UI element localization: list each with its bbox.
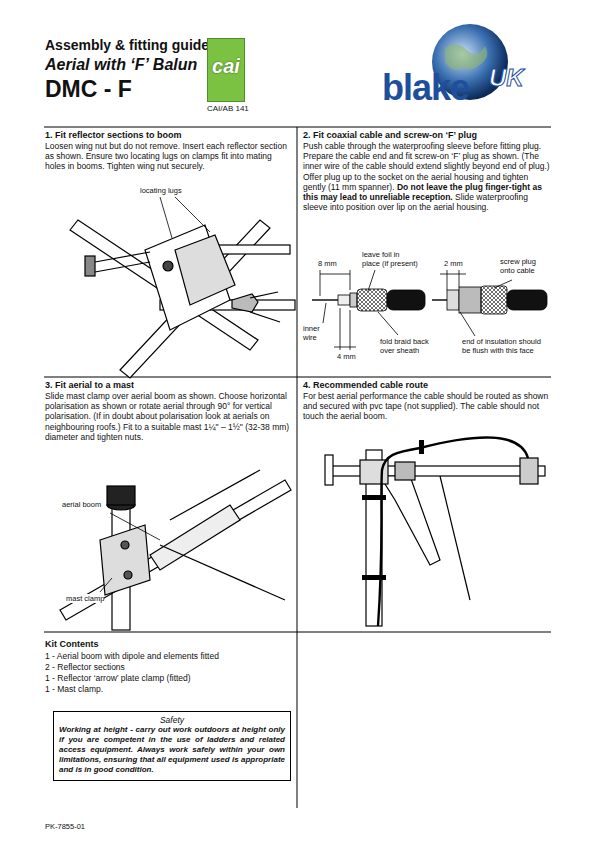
model-code: DMC - F bbox=[45, 76, 132, 104]
dimension: 4 mm bbox=[337, 352, 356, 361]
note-label: leave foil in place (if present) bbox=[362, 250, 418, 268]
part-label: aerial boom bbox=[62, 500, 101, 509]
kit-item: 1 - Aerial boom with dipole and elements… bbox=[45, 651, 219, 661]
standard-ref: CAI/AB 141 bbox=[207, 104, 249, 114]
section-heading: 3. Fit aerial to a mast bbox=[45, 380, 295, 391]
note-label: screw plug onto cable bbox=[500, 257, 548, 275]
instruction-text: Loosen wing nut but do not remove. Inser… bbox=[45, 141, 293, 172]
brand-name: blake bbox=[382, 66, 469, 109]
kit-item: 1 - Mast clamp. bbox=[45, 684, 103, 694]
box-heading: Safety bbox=[59, 715, 285, 725]
safety-text: Working at height - carry out work outdo… bbox=[59, 725, 285, 775]
list-heading: Kit Contents bbox=[45, 639, 99, 650]
section-heading: 1. Fit reflector sections to boom bbox=[45, 130, 295, 141]
part-label: mast clamp bbox=[66, 594, 104, 603]
subtitle: Aerial with ‘F’ Balun bbox=[45, 55, 197, 74]
instruction-text: Push cable through the waterproofing sle… bbox=[303, 141, 551, 212]
dimension: 8 mm bbox=[318, 259, 337, 268]
note-label: fold braid back over sheath bbox=[380, 337, 444, 355]
instruction-text: For best aerial performance the cable sh… bbox=[303, 391, 551, 422]
part-label: inner wire bbox=[303, 324, 333, 342]
safety-box: SafetyWorking at height - carry out work… bbox=[53, 711, 291, 781]
section-heading: 2. Fit coaxial cable and screw-on ‘F’ pl… bbox=[303, 130, 551, 141]
note-label: end of insulation should be flush with t… bbox=[462, 337, 548, 355]
document-code: PK-7855-01 bbox=[45, 822, 85, 831]
kit-item: 1 - Reflector ‘arrow’ plate clamp (fitte… bbox=[45, 673, 191, 683]
logo-text: cai bbox=[212, 55, 240, 78]
dimension: 2 mm bbox=[444, 259, 463, 268]
brand-suffix: UK bbox=[489, 64, 524, 93]
certification-logo: cai bbox=[207, 38, 245, 102]
instruction-text: Slide mast clamp over aerial boom as sho… bbox=[45, 391, 293, 442]
section-heading: 4. Recommended cable route bbox=[303, 380, 551, 391]
guide-title: Assembly & fitting guide bbox=[45, 37, 209, 54]
part-label: locating lugs bbox=[140, 186, 182, 195]
kit-item: 2 - Reflector sections bbox=[45, 662, 125, 672]
